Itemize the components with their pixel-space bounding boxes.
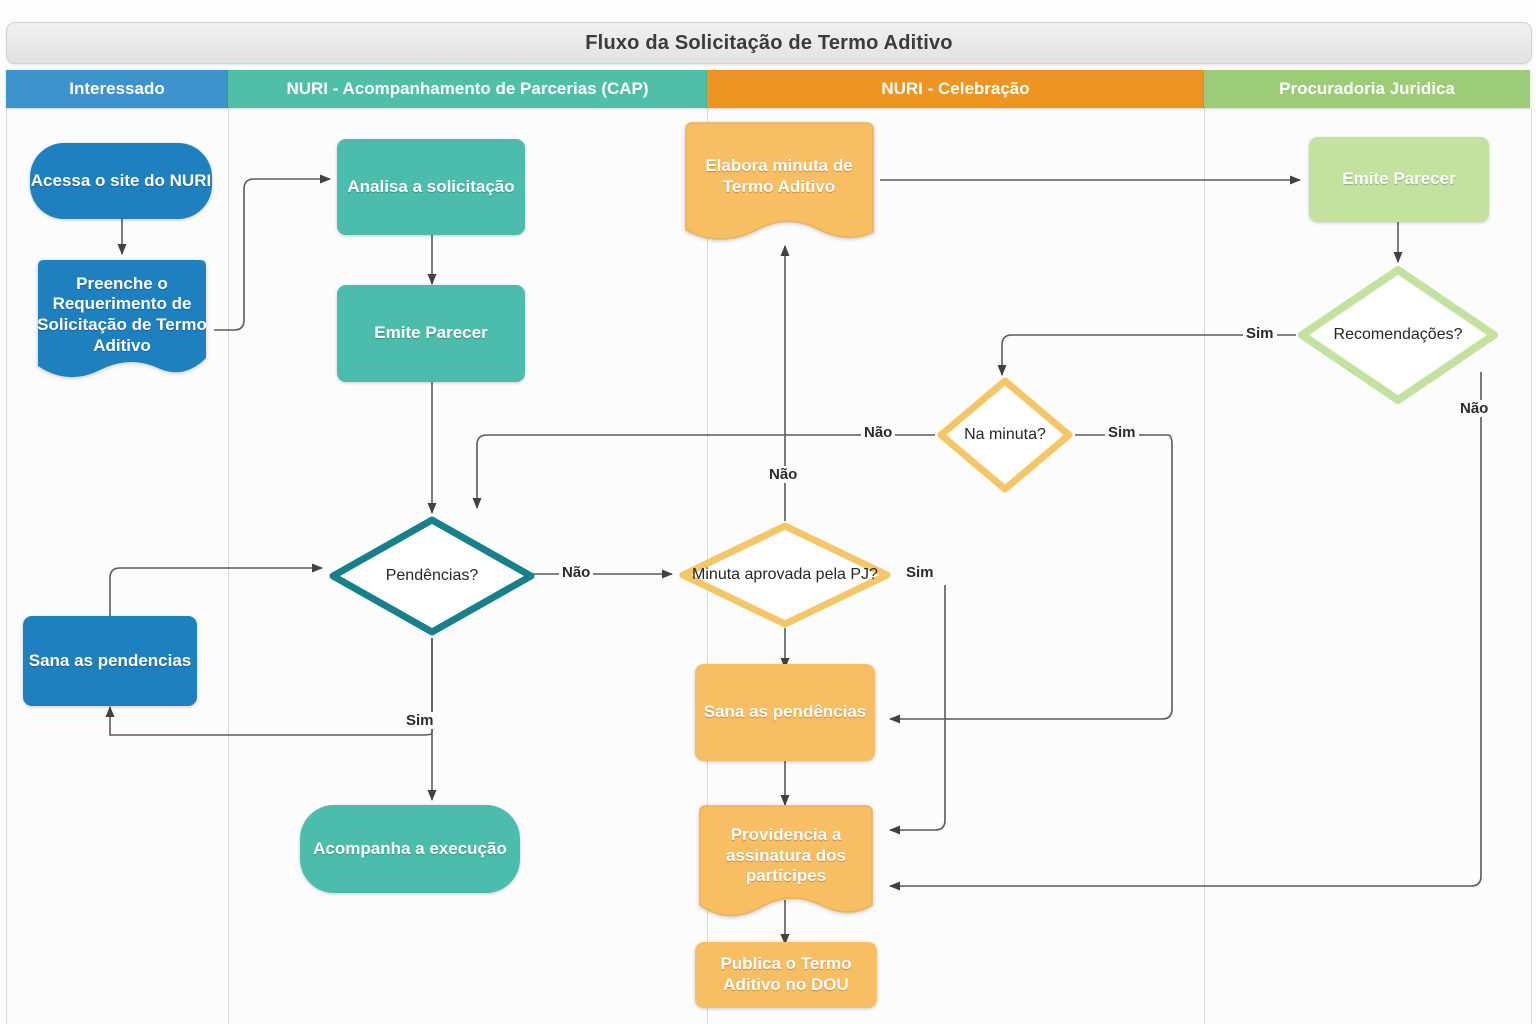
- edge-label-na-minuta-nao: Não: [861, 424, 896, 441]
- node-label: Elabora minuta de Termo Aditivo: [705, 156, 853, 196]
- edge-label-pendencias-sim: Sim: [403, 712, 437, 729]
- node-minuta-aprovada-decision[interactable]: Minuta aprovada pela PJ?: [678, 521, 892, 629]
- node-preenche-requerimento[interactable]: Preenche o Requerimento de Solicitação d…: [30, 258, 214, 384]
- node-emite-parecer-cap[interactable]: Emite Parecer: [337, 285, 525, 382]
- lane-label-pj: Procuradoria Juridica: [1279, 79, 1455, 98]
- lane-header-interessado: Interessado: [6, 70, 228, 108]
- node-label: Sana as pendencias: [28, 650, 192, 670]
- node-label: Minuta aprovada pela PJ?: [692, 566, 878, 584]
- edge-label-minuta-aprovada-sim: Sim: [903, 564, 937, 581]
- lane-body-interessado: [6, 108, 229, 1024]
- lane-header-pj: Procuradoria Juridica: [1204, 70, 1530, 108]
- node-na-minuta-decision[interactable]: Na minuta?: [935, 375, 1075, 495]
- node-label: Sana as pendências: [703, 702, 867, 722]
- edge-label-recomendacoes-sim: Sim: [1243, 325, 1277, 342]
- lane-header-cap: NURI - Acompanhamento de Parcerias (CAP): [228, 70, 707, 108]
- diagram-title: Fluxo da Solicitação de Termo Aditivo: [585, 31, 953, 54]
- node-label: Preenche o Requerimento de Solicitação d…: [37, 273, 207, 355]
- node-label: Publica o Termo Aditivo no DOU: [720, 954, 852, 994]
- node-label: Acompanha a execução: [313, 838, 507, 858]
- node-analisa-solicitacao[interactable]: Analisa a solicitação: [337, 139, 525, 235]
- edge-label-na-minuta-sim: Sim: [1105, 424, 1139, 441]
- node-label: Pendências?: [385, 567, 479, 585]
- lane-header-celebracao: NURI - Celebração: [707, 70, 1204, 108]
- node-acessa-site[interactable]: Acessa o site do NURI: [30, 143, 212, 219]
- lane-label-celebracao: NURI - Celebração: [881, 79, 1030, 98]
- lane-body-pj: [1204, 108, 1532, 1024]
- node-label: Emite Parecer: [374, 323, 488, 343]
- edge-label-minuta-aprovada-nao: Não: [766, 466, 801, 483]
- edge-label-recomendacoes-nao: Não: [1457, 400, 1492, 417]
- node-label: Recomendações?: [1333, 326, 1463, 344]
- node-label: Analisa a solicitação: [347, 176, 515, 196]
- node-elabora-minuta[interactable]: Elabora minuta de Termo Aditivo: [678, 120, 880, 246]
- node-emite-parecer-pj[interactable]: Emite Parecer: [1309, 137, 1489, 222]
- node-pendencias-decision[interactable]: Pendências?: [327, 514, 537, 638]
- node-publica-dou[interactable]: Publica o Termo Aditivo no DOU: [695, 942, 877, 1008]
- edge-label-pendencias-nao: Não: [559, 564, 594, 581]
- node-sana-pendencias-celebracao[interactable]: Sana as pendências: [695, 664, 875, 761]
- lane-label-cap: NURI - Acompanhamento de Parcerias (CAP): [286, 79, 649, 98]
- diagram-title-bar: Fluxo da Solicitação de Termo Aditivo: [6, 22, 1532, 64]
- node-label: Providencia a assinatura dos partícipes: [726, 824, 846, 886]
- lane-label-interessado: Interessado: [69, 79, 165, 98]
- node-providencia-assinatura[interactable]: Providencia a assinatura dos partícipes: [693, 803, 879, 921]
- node-label: Acessa o site do NURI: [30, 170, 212, 190]
- node-label: Emite Parecer: [1342, 169, 1456, 189]
- node-acompanha-execucao[interactable]: Acompanha a execução: [300, 805, 520, 893]
- node-sana-pendencias-interessado[interactable]: Sana as pendencias: [23, 616, 197, 706]
- node-label: Na minuta?: [964, 426, 1046, 444]
- node-recomendacoes-decision[interactable]: Recomendações?: [1296, 264, 1500, 406]
